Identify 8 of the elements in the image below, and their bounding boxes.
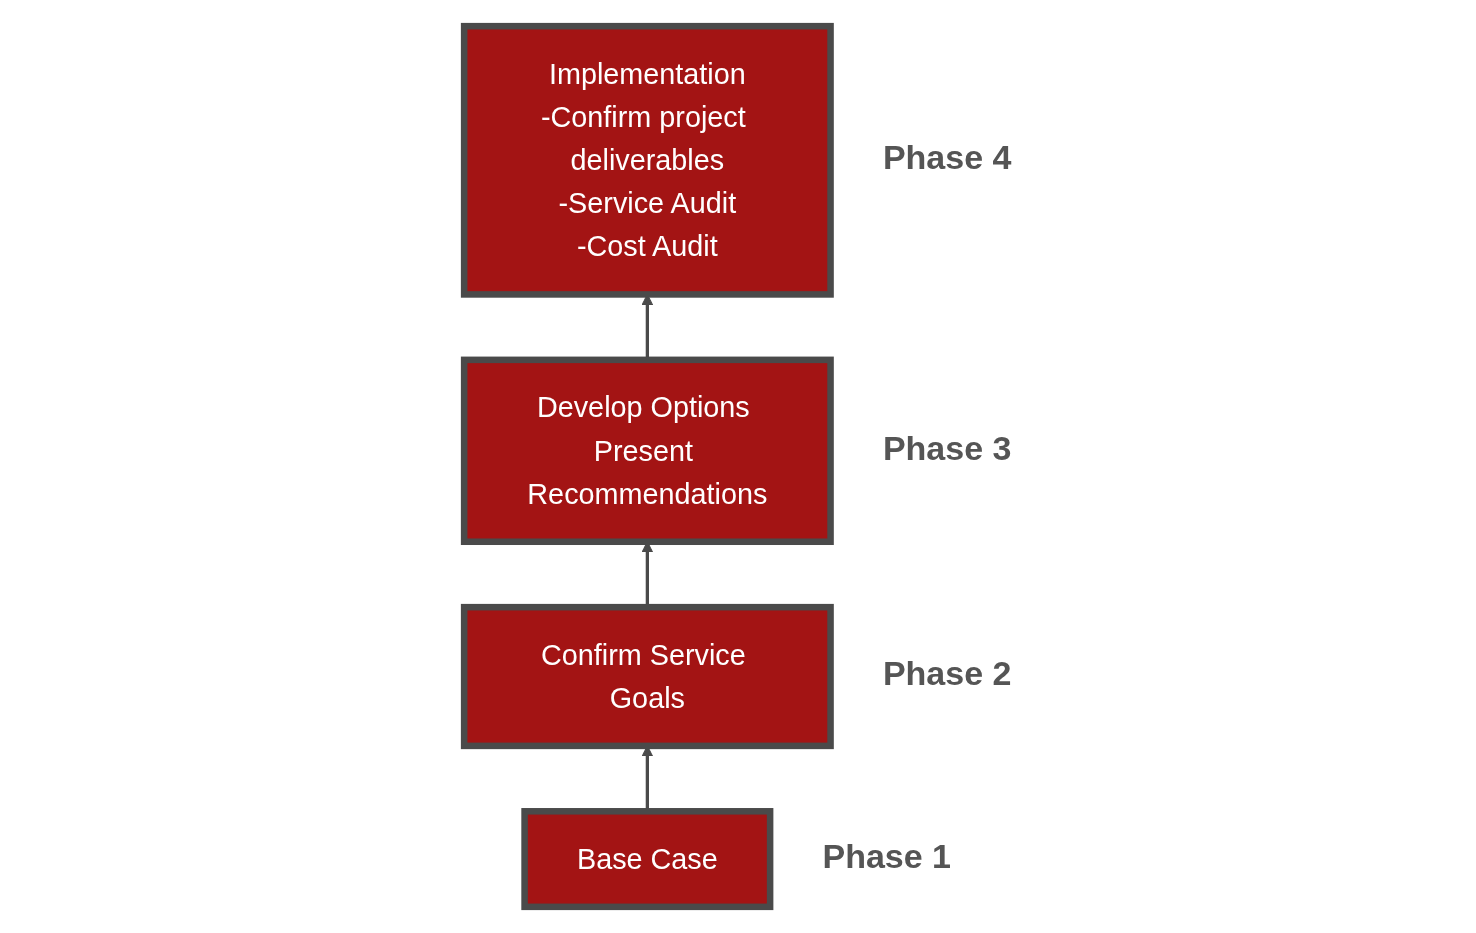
node-box: Implementation -Confirm project deliverables -Service Audit -Cost Audit	[460, 22, 834, 298]
phase-label: Phase 1	[822, 837, 952, 876]
node-box: Confirm Service Goals	[460, 603, 834, 750]
phase-label: Phase 3	[882, 428, 1012, 467]
node-box: Base Case	[521, 808, 774, 911]
phase-label: Phase 2	[882, 654, 1012, 693]
phase-label: Phase 4	[882, 138, 1012, 177]
node-box: Develop Options Present Recommendations	[460, 356, 834, 545]
